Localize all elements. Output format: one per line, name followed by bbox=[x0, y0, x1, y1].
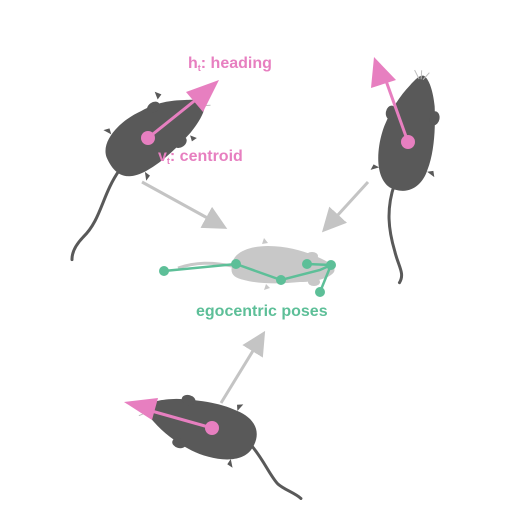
keypoint-tail-base bbox=[159, 266, 169, 276]
centroid-dot bbox=[401, 135, 415, 149]
heading-vector-top-right bbox=[371, 57, 415, 149]
transform-arrow-top-left bbox=[141, 180, 228, 229]
mouse-body bbox=[105, 99, 205, 177]
centroid-dot bbox=[141, 131, 155, 145]
transform-arrow-bottom bbox=[219, 330, 266, 404]
heading-vector-bottom bbox=[124, 398, 219, 435]
centroid-dot bbox=[205, 421, 219, 435]
mouse-tail bbox=[70, 168, 121, 262]
egocentric-poses-label: egocentric poses bbox=[196, 303, 328, 320]
transform-arrow-top-right bbox=[321, 180, 370, 233]
mouse-body bbox=[145, 398, 257, 460]
keypoint-ear-2 bbox=[315, 287, 325, 297]
keypoint-hip bbox=[231, 259, 241, 269]
keypoint-nose bbox=[326, 260, 336, 270]
mouse-tail bbox=[247, 441, 303, 500]
mouse-top-right bbox=[370, 69, 440, 285]
mouse-top-left bbox=[70, 91, 211, 262]
pose-skeleton bbox=[159, 259, 336, 297]
heading-label: ht: heading bbox=[188, 55, 272, 73]
mouse-bottom bbox=[138, 394, 303, 500]
keypoint-spine bbox=[276, 275, 286, 285]
mouse-body bbox=[378, 75, 435, 191]
heading-vector-top-left bbox=[141, 80, 219, 145]
centroid-label: vt: centroid bbox=[158, 148, 243, 166]
keypoint-ear bbox=[302, 259, 312, 269]
mouse-tail bbox=[387, 182, 404, 285]
